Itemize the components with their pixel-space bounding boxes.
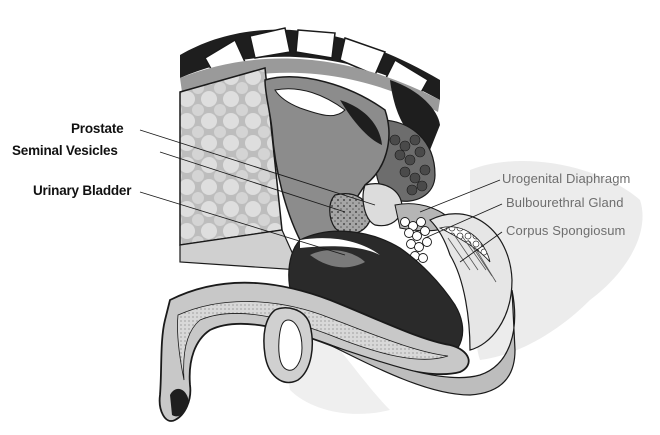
label-prostate: Prostate: [71, 122, 123, 136]
label-seminal-vesicles: Seminal Vesicles: [12, 144, 118, 158]
label-corpus-spongiosum: Corpus Spongiosum: [506, 224, 626, 237]
label-urogenital-diaphragm: Urogenital Diaphragm: [502, 172, 630, 185]
label-urinary-bladder: Urinary Bladder: [33, 184, 131, 198]
label-bulbourethral-gland: Bulbourethral Gland: [506, 196, 624, 209]
scrotum: [264, 308, 312, 383]
